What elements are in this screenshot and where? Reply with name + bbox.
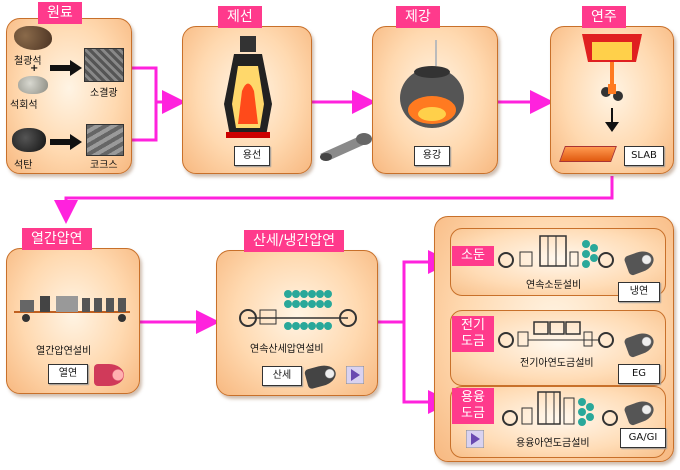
pickling-equipment-label: 연속산세압연설비 bbox=[250, 344, 324, 355]
annealing-title: 소둔 bbox=[452, 246, 494, 266]
electro-title-line2: 도금 bbox=[461, 334, 485, 349]
hotdip-title-line2: 도금 bbox=[461, 406, 485, 421]
hotdip-title-line1: 용융 bbox=[461, 390, 485, 405]
electro-title: 전기 도금 bbox=[452, 316, 494, 352]
arrow-raw-to-ironmaking bbox=[130, 66, 158, 142]
limestone-label: 석회석 bbox=[10, 100, 38, 111]
sinter-icon bbox=[84, 48, 124, 82]
pickling-mill-icon bbox=[239, 290, 357, 330]
casting-product: SLAB bbox=[624, 146, 664, 166]
blast-furnace-icon bbox=[224, 36, 272, 138]
caster-icon bbox=[582, 34, 642, 132]
hot-rolling-mill-icon bbox=[14, 296, 130, 322]
coke-label: 코크스 bbox=[90, 160, 118, 171]
iron-ore-icon bbox=[14, 26, 52, 50]
hot-rolling-equipment-label: 열간압연설비 bbox=[36, 346, 92, 357]
coal-label: 석탄 bbox=[14, 160, 33, 171]
iron-ore-label: 철광석 bbox=[14, 56, 42, 67]
hotdip-galvanizing-line-icon bbox=[502, 391, 618, 426]
plus-label: + bbox=[30, 63, 39, 74]
hot-coil-icon bbox=[94, 364, 124, 386]
hotdip-title: 용융 도금 bbox=[452, 388, 494, 424]
arrow-casting-to-hotrolling bbox=[54, 176, 614, 224]
coke-icon bbox=[86, 124, 124, 156]
limestone-icon bbox=[18, 76, 48, 94]
hot-rolling-title: 열간압연 bbox=[22, 228, 92, 250]
pickling-product: 산세 bbox=[262, 366, 302, 386]
steelmaking-title: 제강 bbox=[396, 6, 440, 28]
electro-equipment-label: 전기아연도금설비 bbox=[520, 358, 594, 369]
ironmaking-title: 제선 bbox=[218, 6, 262, 28]
ironmaking-product: 용선 bbox=[234, 146, 270, 166]
casting-title: 연주 bbox=[582, 6, 626, 28]
electro-title-line1: 전기 bbox=[461, 318, 485, 333]
steelmaking-product: 용강 bbox=[414, 146, 450, 166]
pickling-title: 산세/냉간압연 bbox=[244, 230, 344, 252]
play-icon[interactable] bbox=[346, 366, 364, 384]
converter-icon bbox=[400, 40, 464, 128]
arrow-to-sinter-icon bbox=[50, 60, 82, 76]
raw-materials-title: 원료 bbox=[38, 2, 82, 24]
annealing-line-icon bbox=[498, 235, 614, 268]
sinter-label: 소결광 bbox=[90, 88, 118, 99]
slab-icon bbox=[559, 146, 617, 162]
electro-product: EG bbox=[618, 364, 660, 384]
hotdip-equipment-label: 용융아연도금설비 bbox=[516, 438, 590, 449]
annealing-equipment-label: 연속소둔설비 bbox=[526, 280, 582, 291]
hot-rolling-product: 열연 bbox=[48, 364, 88, 384]
ladle-icon bbox=[320, 133, 372, 161]
arrow-to-coke-icon bbox=[50, 134, 82, 150]
coal-icon bbox=[12, 128, 46, 152]
play-icon-finishing[interactable] bbox=[466, 430, 484, 448]
annealing-product: 냉연 bbox=[618, 282, 660, 302]
electro-galvanizing-line-icon bbox=[498, 321, 614, 348]
hotdip-product: GA/GI bbox=[620, 428, 666, 448]
